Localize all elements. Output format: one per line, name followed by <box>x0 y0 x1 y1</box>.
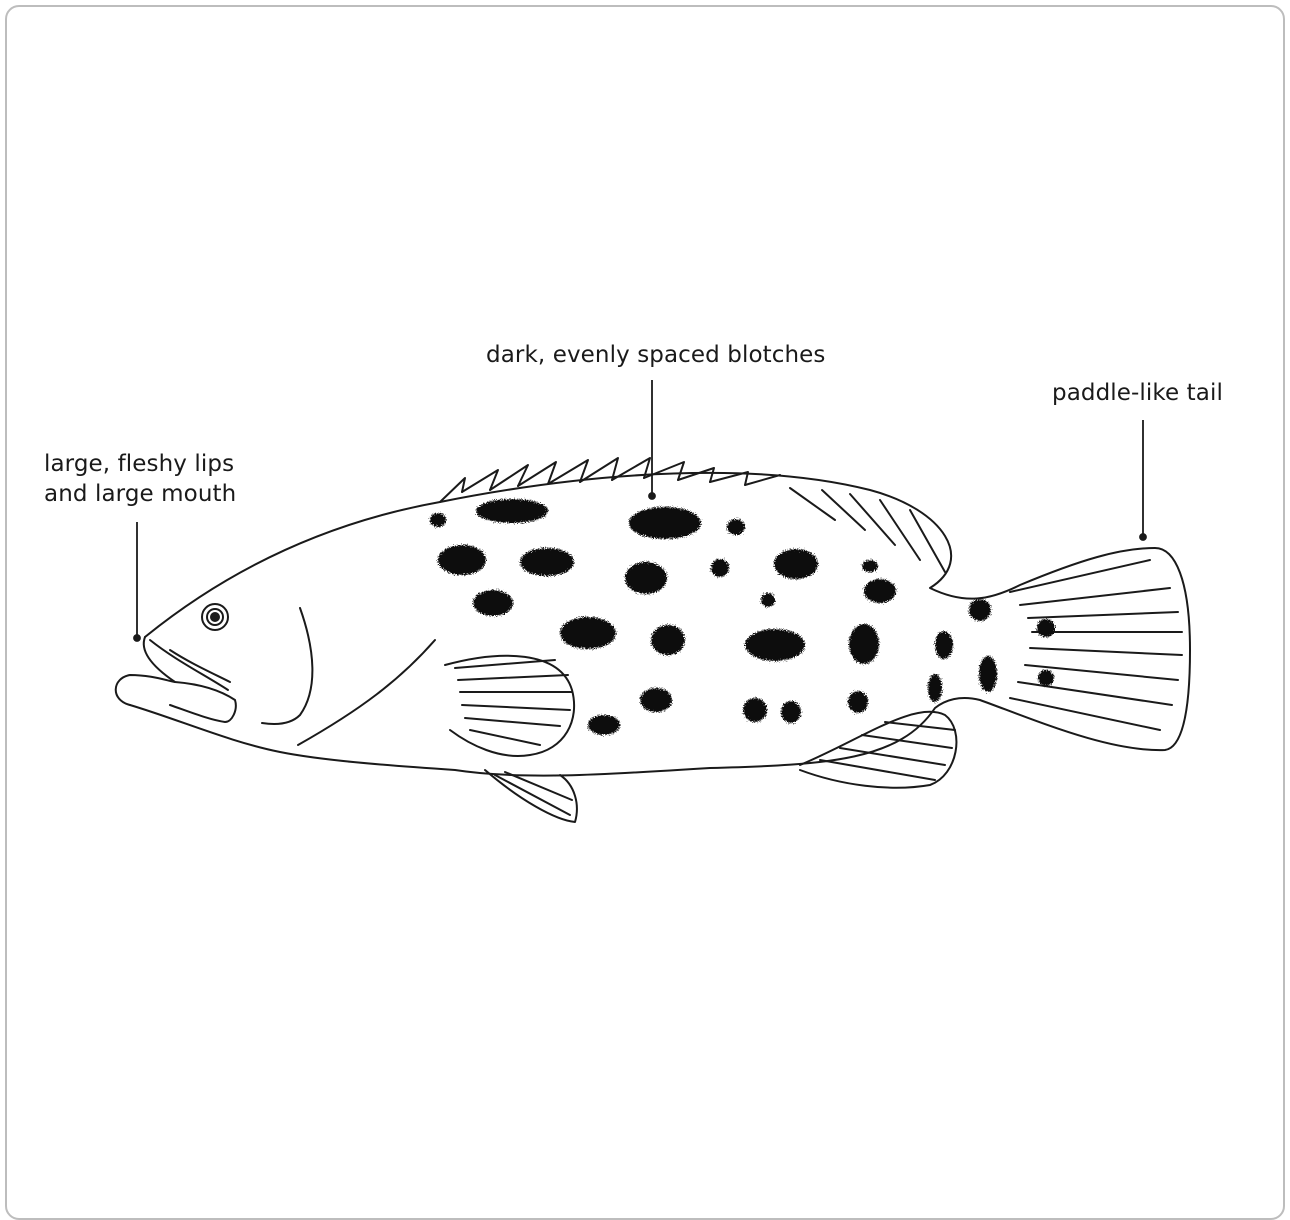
gill-cover <box>262 608 312 724</box>
annotation-leaders <box>134 380 1146 641</box>
tail-fin <box>1010 560 1182 730</box>
body-blotches <box>430 499 1055 735</box>
pectoral-fin <box>445 656 574 756</box>
pelvic-fin <box>485 770 577 822</box>
upper-lip <box>144 637 175 682</box>
